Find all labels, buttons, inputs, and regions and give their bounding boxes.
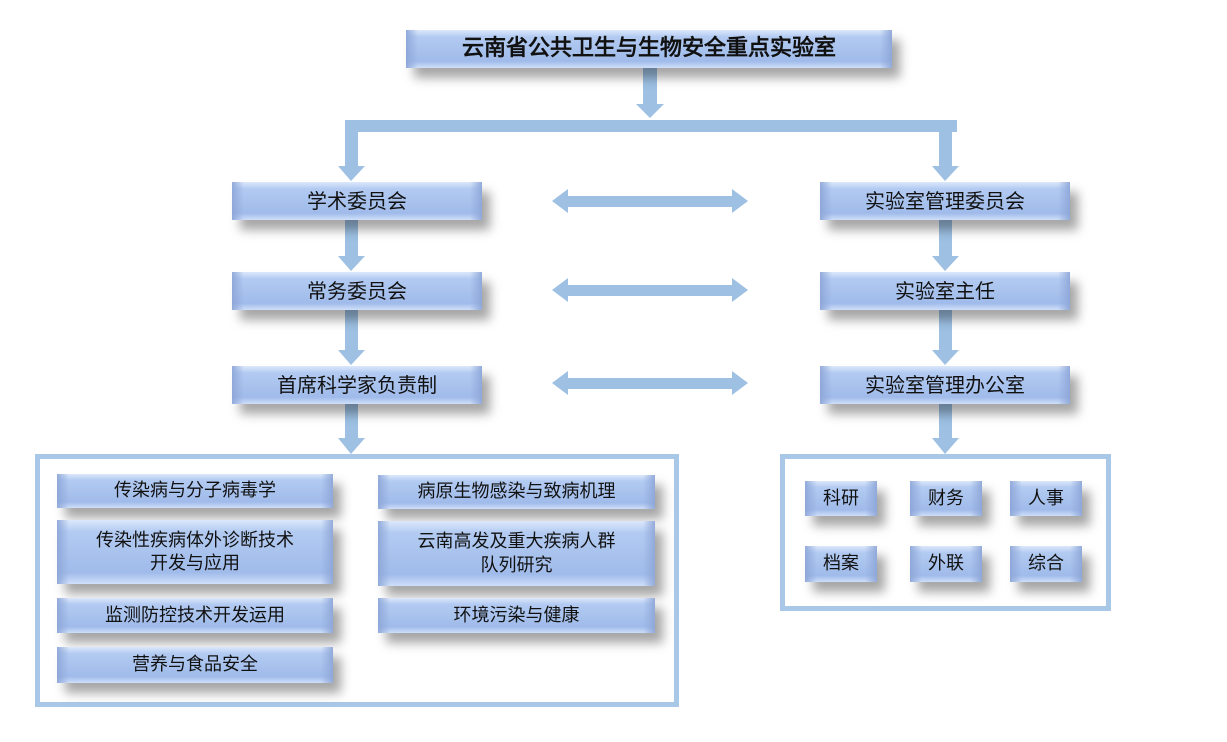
research-item: 监测防控技术开发运用 (57, 598, 333, 633)
management-office-box: 实验室管理办公室 (820, 366, 1070, 404)
office-label: 外联 (928, 553, 964, 575)
standing-committee: 常务委员会 (307, 279, 407, 303)
research-item: 传染性疾病体外诊断技术 开发与应用 (57, 520, 333, 584)
office-label: 科研 (823, 487, 859, 509)
lab-director-box: 实验室主任 (820, 272, 1070, 310)
double-arrow-3 (552, 371, 748, 395)
office-label: 档案 (823, 553, 859, 575)
chief-scientist-box: 首席科学家负责制 (232, 366, 482, 404)
office-item: 人事 (1010, 481, 1082, 516)
academic-committee: 学术委员会 (307, 189, 407, 213)
double-arrow-2 (552, 278, 748, 302)
office-label: 综合 (1028, 553, 1064, 575)
research-label: 监测防控技术开发运用 (105, 604, 285, 626)
arrow-top-shaft (643, 68, 657, 106)
office-label: 人事 (1028, 487, 1064, 509)
research-label: 病原生物感染与致病机理 (417, 481, 616, 503)
office-item: 科研 (805, 481, 877, 516)
standing-committee-box: 常务委员会 (232, 272, 482, 310)
office-item: 综合 (1010, 546, 1082, 582)
arrow-right-down (932, 166, 959, 181)
research-label: 传染性疾病体外诊断技术 开发与应用 (96, 529, 294, 574)
research-label: 环境污染与健康 (453, 604, 580, 626)
arrow-left-down (338, 166, 365, 181)
research-item: 传染病与分子病毒学 (57, 474, 333, 508)
research-item: 营养与食品安全 (57, 647, 333, 683)
office-item: 档案 (805, 546, 877, 582)
double-arrow-1 (552, 189, 748, 213)
research-item: 病原生物感染与致病机理 (378, 475, 655, 509)
academic-committee-box: 学术委员会 (232, 182, 482, 220)
research-label: 云南高发及重大疾病人群 队列研究 (417, 531, 616, 576)
research-item: 环境污染与健康 (378, 598, 655, 633)
management-office: 实验室管理办公室 (865, 373, 1025, 397)
chief-scientist: 首席科学家负责制 (277, 373, 437, 397)
office-item: 财务 (910, 481, 982, 516)
offices-frame (780, 454, 1111, 611)
research-label: 传染病与分子病毒学 (114, 480, 276, 502)
research-label: 营养与食品安全 (132, 654, 258, 676)
lab-director: 实验室主任 (895, 279, 995, 303)
lab-title-box: 云南省公共卫生与生物安全重点实验室 (406, 30, 892, 68)
office-label: 财务 (928, 487, 964, 509)
lab-title: 云南省公共卫生与生物安全重点实验室 (461, 35, 836, 61)
management-committee-box: 实验室管理委员会 (820, 182, 1070, 220)
management-committee: 实验室管理委员会 (865, 189, 1025, 213)
research-item: 云南高发及重大疾病人群 队列研究 (378, 521, 655, 586)
office-item: 外联 (910, 546, 982, 582)
arrow-top-head (636, 104, 664, 118)
branch-bar (345, 120, 957, 132)
